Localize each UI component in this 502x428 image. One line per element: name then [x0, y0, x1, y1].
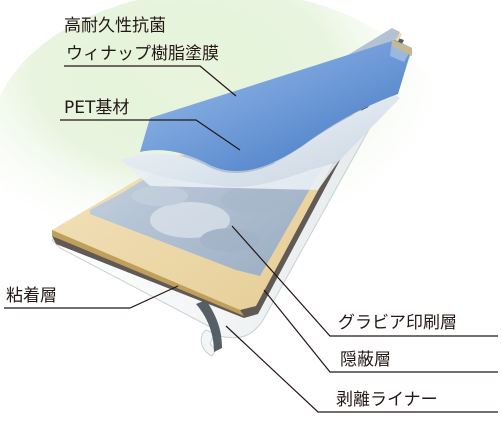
stack-edge-top-right: [392, 40, 412, 56]
label-pet: PET基材: [64, 98, 130, 118]
pet-film-body: [128, 162, 338, 190]
pet-film-layer: [120, 95, 400, 187]
leader-line-antibacterial: [64, 65, 237, 97]
label-adhesive: 粘着層: [6, 286, 57, 306]
leader-line-adhesive: [4, 285, 179, 309]
label-liner: 剥離ライナー: [336, 390, 438, 410]
coating-layer: [140, 40, 412, 172]
leader-lines: [4, 65, 498, 413]
release-liner-curl: [196, 300, 222, 352]
label-antibacterial: 高耐久性抗菌: [64, 16, 166, 36]
label-gravure: グラビア印刷層: [338, 313, 457, 333]
leader-line-pet: [60, 119, 241, 151]
label-concealing: 隠蔽層: [340, 350, 391, 370]
leader-line-liner: [225, 325, 498, 413]
label-coating: ウィナップ樹脂塗膜: [66, 44, 219, 64]
leader-line-gravure: [231, 225, 498, 337]
leader-line-concealing: [263, 289, 498, 373]
adhesive-front-edge: [52, 230, 244, 316]
